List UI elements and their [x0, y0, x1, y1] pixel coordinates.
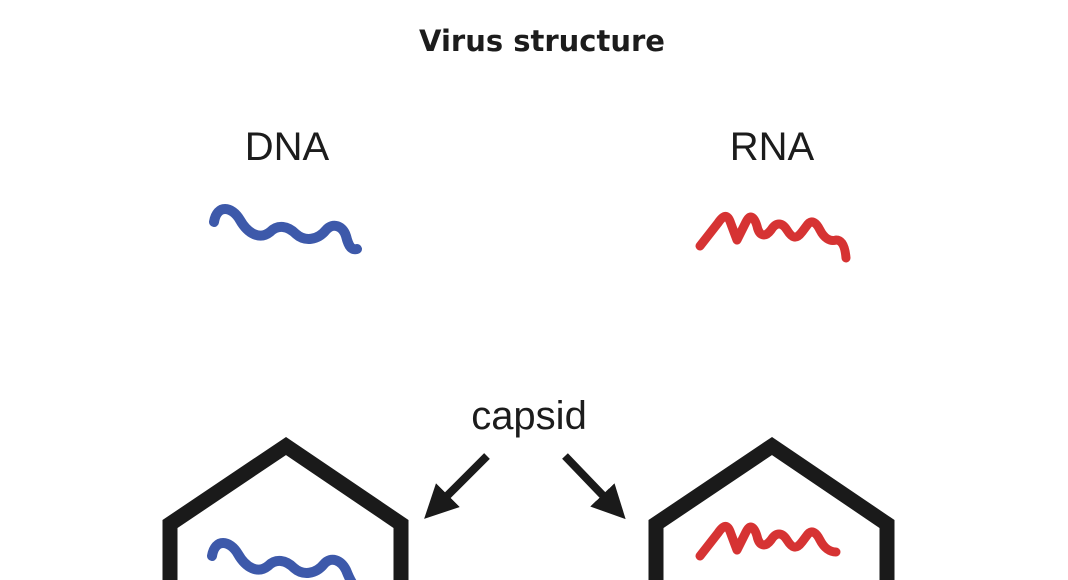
dna-strand-icon	[209, 204, 362, 255]
dna-label: DNA	[245, 125, 330, 169]
capsid-dna-strand-icon	[207, 538, 357, 580]
rna-strand-icon	[695, 211, 851, 263]
rna-label: RNA	[730, 125, 815, 169]
rna-capsid-pentagon-icon	[648, 436, 895, 580]
arrow-right-icon	[562, 453, 626, 520]
arrow-left-icon	[424, 453, 490, 519]
dna-capsid-pentagon-icon	[162, 436, 409, 580]
capsid-rna-strand-icon	[695, 521, 841, 561]
diagram-title: Virus structure	[419, 24, 665, 58]
capsid-label: capsid	[471, 394, 587, 438]
